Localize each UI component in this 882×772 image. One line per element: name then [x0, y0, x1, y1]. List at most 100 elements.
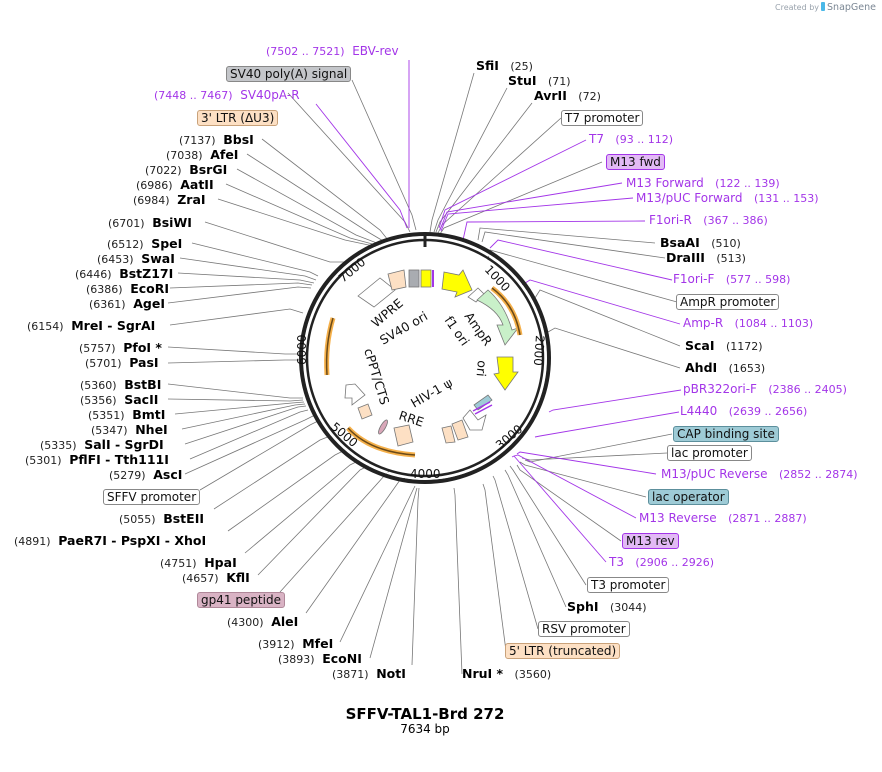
- position: (2852 .. 2874): [778, 468, 858, 481]
- label: M13 Reverse: [639, 511, 717, 525]
- feature-lac-promoter[interactable]: lac promoter: [667, 445, 752, 461]
- feature-cap-binding-site[interactable]: CAP binding site: [673, 426, 779, 442]
- position: (72): [578, 90, 601, 103]
- position: (2639 .. 2656): [728, 405, 808, 418]
- primer-amp-r[interactable]: Amp-R (1084 .. 1103): [683, 316, 813, 331]
- label: NheI: [135, 422, 168, 437]
- primer-m13-puc-reverse[interactable]: M13/pUC Reverse (2852 .. 2874): [661, 467, 858, 482]
- enzyme-nhei[interactable]: (5347) NheI: [91, 422, 168, 438]
- enzyme-stui[interactable]: StuI (71): [508, 73, 571, 89]
- label: AatII: [180, 177, 214, 192]
- enzyme-bsiwi[interactable]: (6701) BsiWI: [108, 215, 192, 231]
- label: HpaI: [204, 555, 237, 570]
- enzyme-bstz17i[interactable]: (6446) BstZ17I: [75, 266, 173, 282]
- position: (2871 .. 2887): [728, 512, 807, 525]
- enzyme-alei[interactable]: (4300) AleI: [227, 614, 298, 630]
- label: BmtI: [132, 407, 166, 422]
- feature-ampr-promoter[interactable]: AmpR promoter: [676, 294, 780, 310]
- position: (4751): [160, 557, 197, 570]
- enzyme-pfoi[interactable]: (5757) PfoI *: [79, 340, 162, 356]
- label: BsiWI: [152, 215, 192, 230]
- position: (7448 .. 7467): [154, 89, 233, 102]
- enzyme-spei[interactable]: (6512) SpeI: [107, 236, 182, 252]
- feature-t3-promoter[interactable]: T3 promoter: [587, 577, 670, 593]
- enzyme-agei[interactable]: (6361) AgeI: [89, 296, 165, 312]
- feature-lac-operator[interactable]: lac operator: [648, 489, 729, 505]
- enzyme-pasi[interactable]: (5701) PasI: [85, 355, 159, 371]
- primer-pbr322ori-f[interactable]: pBR322ori-F (2386 .. 2405): [683, 382, 847, 397]
- enzyme-hpai[interactable]: (4751) HpaI: [160, 555, 237, 571]
- enzyme-swai[interactable]: (6453) SwaI: [97, 251, 175, 267]
- enzyme-nrui[interactable]: NruI * (3560): [462, 666, 551, 682]
- enzyme-aatii[interactable]: (6986) AatII: [136, 177, 214, 193]
- label: SalI - SgrDI: [84, 437, 164, 452]
- feature-m13-rev[interactable]: M13 rev: [622, 533, 679, 549]
- position: (7022): [145, 164, 182, 177]
- enzyme-ahdi[interactable]: AhdI (1653): [685, 360, 765, 376]
- label: F1ori-R: [649, 213, 692, 227]
- ampr-feature: [476, 289, 520, 346]
- snapgene-logo-icon: [821, 2, 826, 11]
- label: L4440: [680, 404, 718, 418]
- enzyme-pflfi-tth111i[interactable]: (5301) PflFI - Tth111I: [25, 452, 169, 468]
- feature-5ltr-truncated[interactable]: 5' LTR (truncated): [505, 643, 621, 659]
- label: AfeI: [210, 147, 239, 162]
- label: BbsI: [223, 132, 254, 147]
- label: SpeI: [151, 236, 183, 251]
- enzyme-sphi[interactable]: SphI (3044): [567, 599, 647, 615]
- feature-m13-fwd[interactable]: M13 fwd: [606, 154, 665, 170]
- feature-sffv-promoter[interactable]: SFFV promoter: [103, 489, 201, 505]
- primer-m13-forward[interactable]: M13 Forward (122 .. 139): [626, 176, 780, 191]
- enzyme-bbsi[interactable]: (7137) BbsI: [179, 132, 254, 148]
- enzyme-bmti[interactable]: (5351) BmtI: [88, 407, 165, 423]
- primer-m13-reverse[interactable]: M13 Reverse (2871 .. 2887): [639, 511, 807, 526]
- enzyme-draiii[interactable]: DraIII (513): [666, 250, 746, 266]
- label: EBV-rev: [352, 44, 399, 58]
- enzyme-avrii[interactable]: AvrII (72): [534, 88, 601, 104]
- primer-m13-puc-forward[interactable]: M13/pUC Forward (131 .. 153): [636, 191, 819, 206]
- primer-sv40pa-r[interactable]: (7448 .. 7467) SV40pA-R: [154, 88, 300, 103]
- enzyme-paer7i-pspxi-xhoi[interactable]: (4891) PaeR7I - PspXI - XhoI: [14, 533, 206, 549]
- feature-gp41-peptide[interactable]: gp41 peptide: [197, 592, 285, 608]
- enzyme-bsteii[interactable]: (5055) BstEII: [119, 511, 204, 527]
- enzyme-kfli[interactable]: (4657) KflI: [182, 570, 250, 586]
- primer-t3[interactable]: T3 (2906 .. 2926): [609, 555, 714, 570]
- enzyme-afei[interactable]: (7038) AfeI: [166, 147, 238, 163]
- label: PasI: [129, 355, 159, 370]
- enzyme-bsrgi[interactable]: (7022) BsrGI: [145, 162, 227, 178]
- position: (4657): [182, 572, 219, 585]
- label: T7: [589, 132, 604, 146]
- enzyme-sali-sgrdi[interactable]: (5335) SalI - SgrDI: [40, 437, 164, 453]
- label: Amp-R: [683, 316, 724, 330]
- enzyme-bstbi[interactable]: (5360) BstBI: [80, 377, 161, 393]
- label: MreI - SgrAI: [71, 318, 156, 333]
- feature-t7-promoter[interactable]: T7 promoter: [561, 110, 644, 126]
- position: (5279): [109, 469, 146, 482]
- enzyme-sacii[interactable]: (5356) SacII: [80, 392, 158, 408]
- position: (577 .. 598): [725, 273, 791, 286]
- primer-l4440[interactable]: L4440 (2639 .. 2656): [680, 404, 807, 419]
- gp41-feature: [378, 419, 388, 435]
- enzyme-scai[interactable]: ScaI (1172): [685, 338, 763, 354]
- primer-f1ori-f[interactable]: F1ori-F (577 .. 598): [673, 272, 790, 287]
- primer-f1ori-r[interactable]: F1ori-R (367 .. 386): [649, 213, 768, 228]
- enzyme-noti[interactable]: (3871) NotI: [332, 666, 406, 682]
- enzyme-mfei[interactable]: (3912) MfeI: [258, 636, 333, 652]
- label: PflFI - Tth111I: [69, 452, 169, 467]
- feature-sv40-polya[interactable]: SV40 poly(A) signal: [226, 66, 352, 82]
- enzyme-sfii[interactable]: SfiI (25): [476, 58, 533, 74]
- enzyme-zrai[interactable]: (6984) ZraI: [133, 192, 206, 208]
- enzyme-econi[interactable]: (3893) EcoNI: [278, 651, 362, 667]
- enzyme-asci[interactable]: (5279) AscI: [109, 467, 182, 483]
- position: (5351): [88, 409, 125, 422]
- feature-rsv-promoter[interactable]: RSV promoter: [538, 621, 630, 637]
- enzyme-bsaai[interactable]: BsaAI (510): [660, 235, 741, 251]
- enzyme-ecori[interactable]: (6386) EcoRI: [86, 281, 169, 297]
- position: (6446): [75, 268, 112, 281]
- primer-t7[interactable]: T7 (93 .. 112): [589, 132, 673, 147]
- primer-ebv-rev[interactable]: (7502 .. 7521) EBV-rev: [266, 44, 399, 59]
- position: (513): [716, 252, 746, 265]
- sffv-feature: [344, 383, 366, 406]
- enzyme-mrei-sgrai[interactable]: (6154) MreI - SgrAI: [27, 318, 155, 334]
- feature-3ltr[interactable]: 3' LTR (ΔU3): [197, 110, 279, 126]
